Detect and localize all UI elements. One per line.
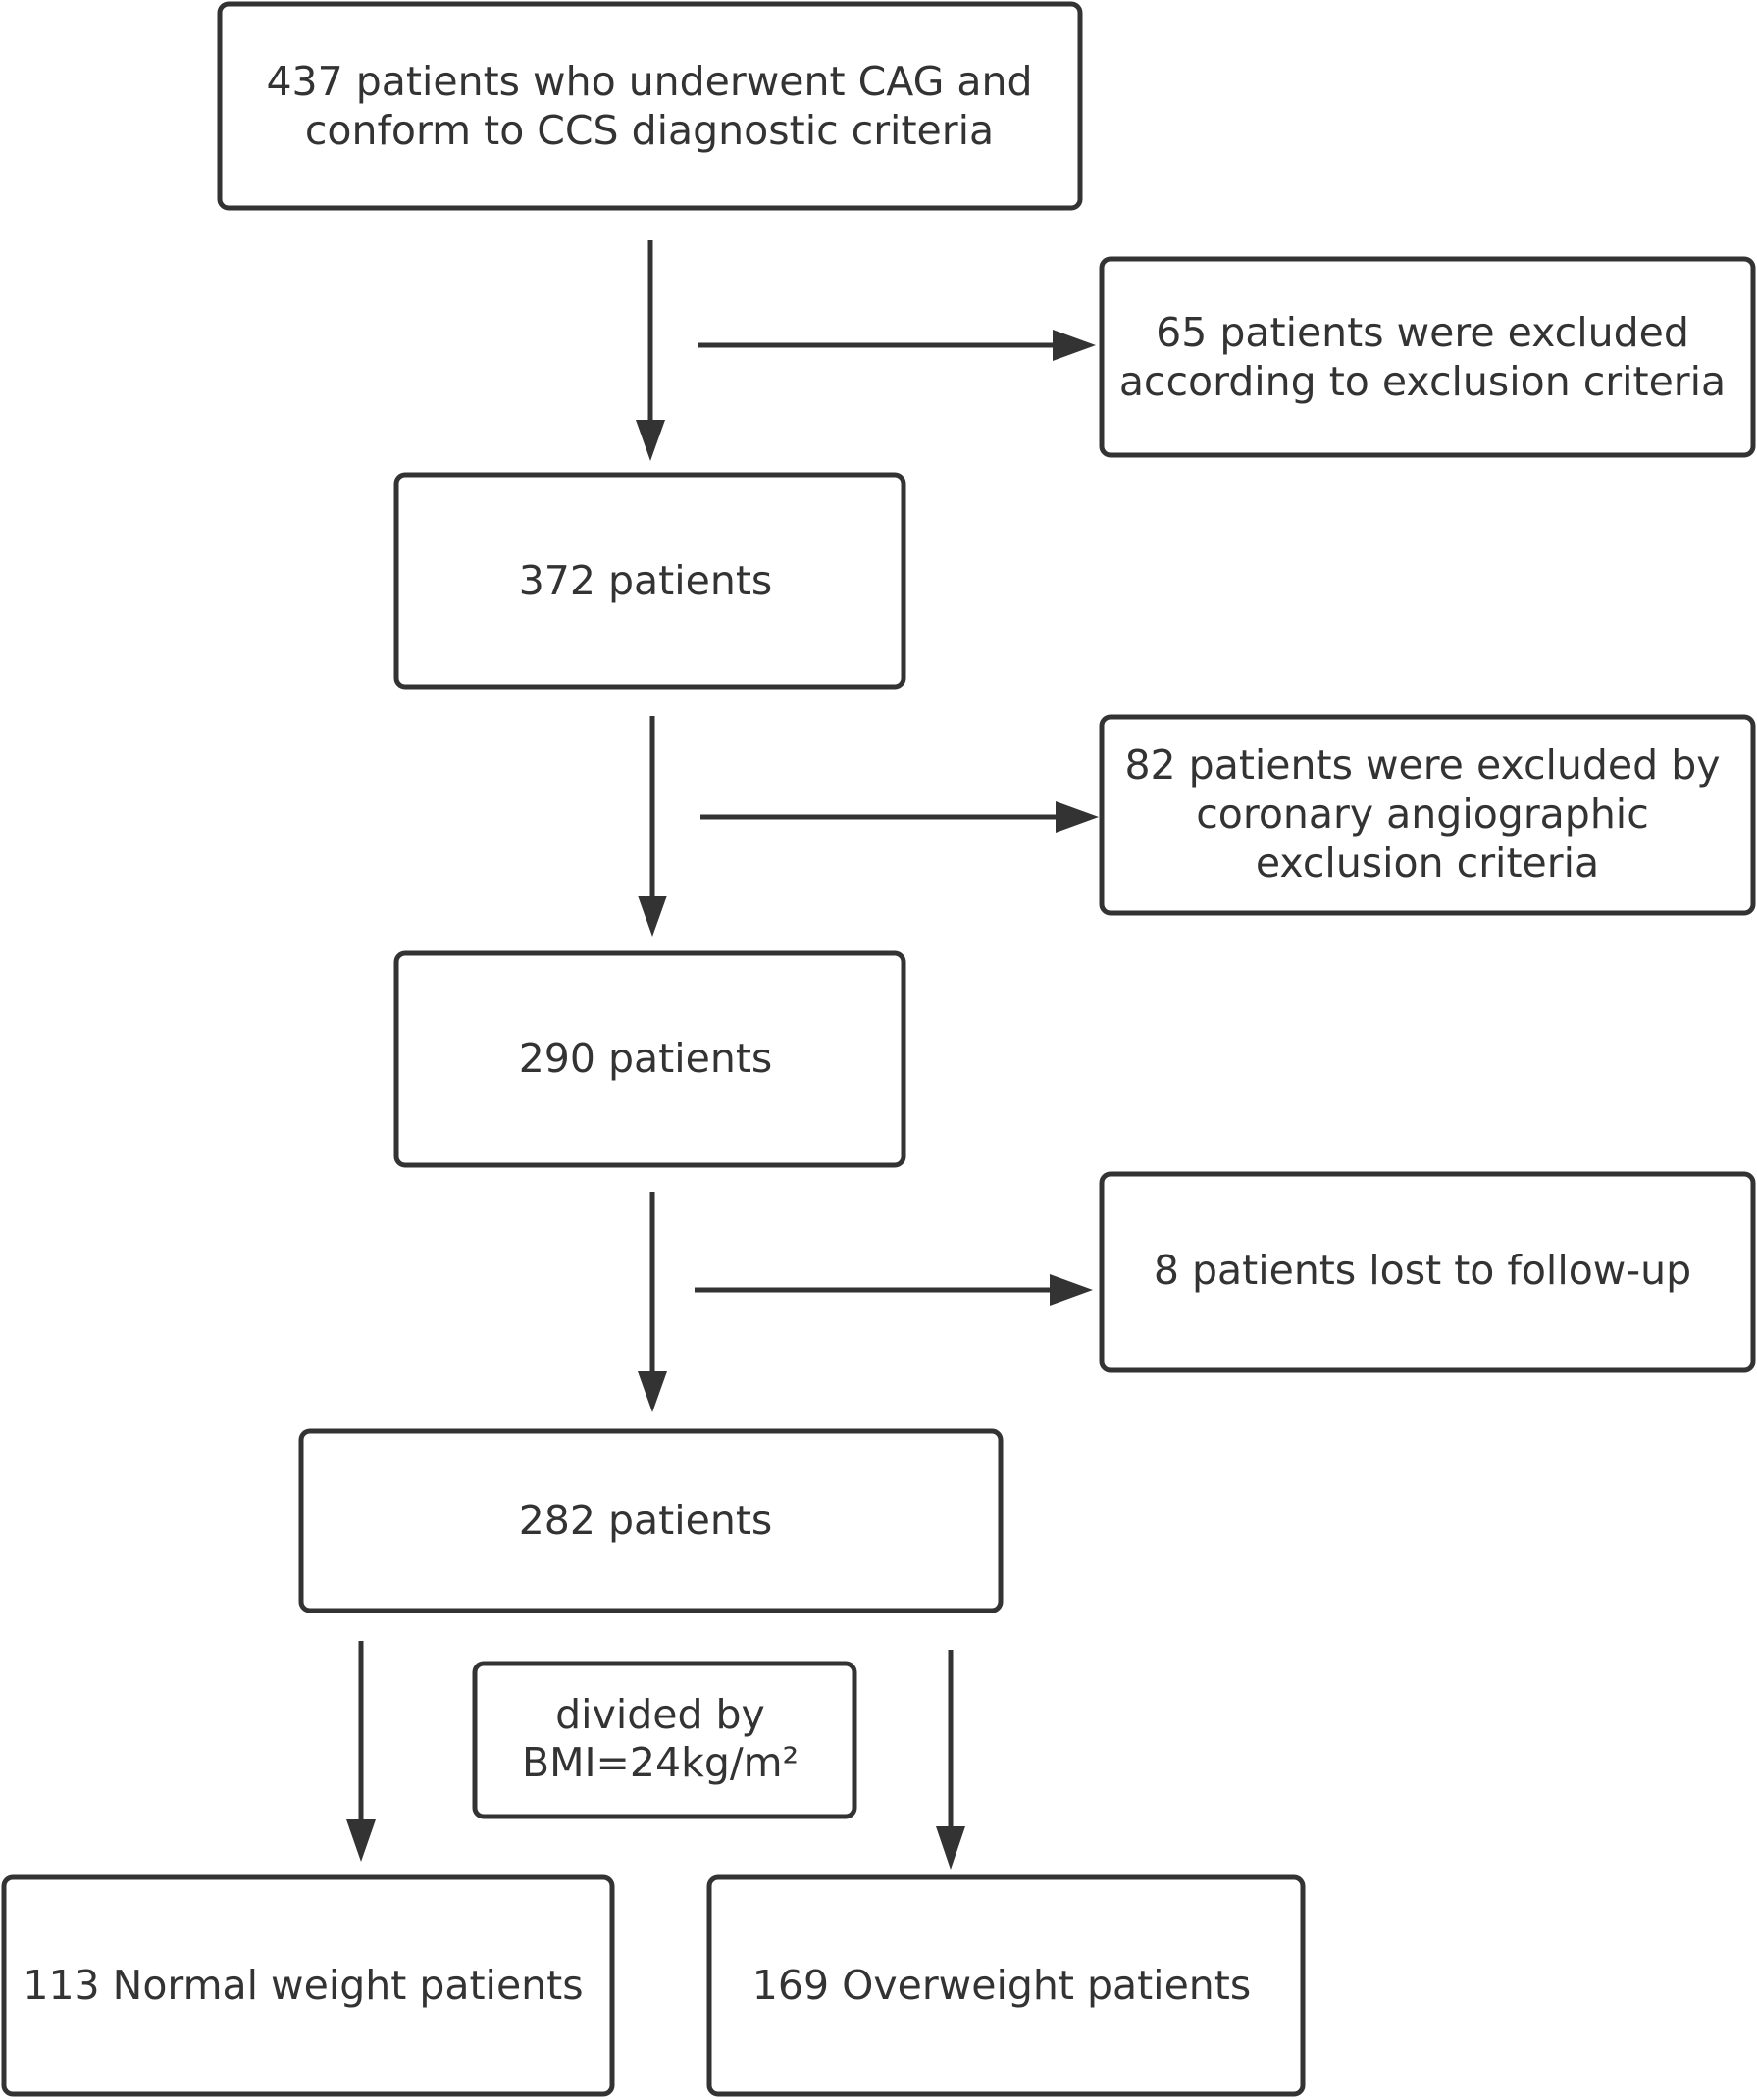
exclusion-box-2: 82 patients were excluded by coronary an… [1099, 714, 1756, 916]
arrow-right-2 [700, 801, 1099, 833]
normal-text: 113 Normal weight patients [23, 1962, 583, 2009]
exclusion2-text-line2: coronary angiographic [1196, 791, 1649, 838]
exclusion1-text-line1: 65 patients were excluded [1156, 309, 1689, 356]
exclusion2-text-line3: exclusion criteria [1256, 840, 1599, 887]
exclusion-box-3: 8 patients lost to follow-up [1099, 1171, 1756, 1373]
box-282-patients: 282 patients [298, 1428, 1004, 1613]
exclusion-box-1: 65 patients were excluded according to e… [1099, 256, 1756, 458]
split-text-line2: BMI=24kg/m² [522, 1739, 799, 1786]
arrow-right-1 [698, 330, 1096, 361]
step290-text: 290 patients [519, 1035, 773, 1082]
split-note-box: divided by BMI=24kg/m² [472, 1661, 857, 1819]
arrow-down-2 [638, 716, 667, 937]
exclusion2-text-line1: 82 patients were excluded by [1124, 742, 1720, 789]
exclusion1-text-line2: according to exclusion criteria [1119, 358, 1726, 405]
arrow-down-normal [346, 1641, 376, 1862]
overweight-text: 169 Overweight patients [752, 1962, 1251, 2009]
step372-text: 372 patients [519, 557, 773, 604]
overweight-box: 169 Overweight patients [706, 1874, 1306, 2097]
box-372-patients: 372 patients [393, 472, 906, 690]
arrow-right-3 [695, 1274, 1093, 1306]
box-290-patients: 290 patients [393, 950, 906, 1168]
start-text-line2: conform to CCS diagnostic criteria [305, 107, 994, 154]
normal-weight-box: 113 Normal weight patients [1, 1874, 615, 2097]
exclusion3-text: 8 patients lost to follow-up [1154, 1247, 1691, 1294]
start-box: 437 patients who underwent CAG and confo… [217, 1, 1083, 211]
arrow-down-3 [638, 1192, 667, 1412]
step282-text: 282 patients [519, 1497, 773, 1544]
arrow-down-overweight [936, 1650, 965, 1870]
start-text-line1: 437 patients who underwent CAG and [266, 58, 1032, 105]
arrow-down-1 [636, 240, 665, 461]
split-text-line1: divided by [555, 1691, 765, 1738]
